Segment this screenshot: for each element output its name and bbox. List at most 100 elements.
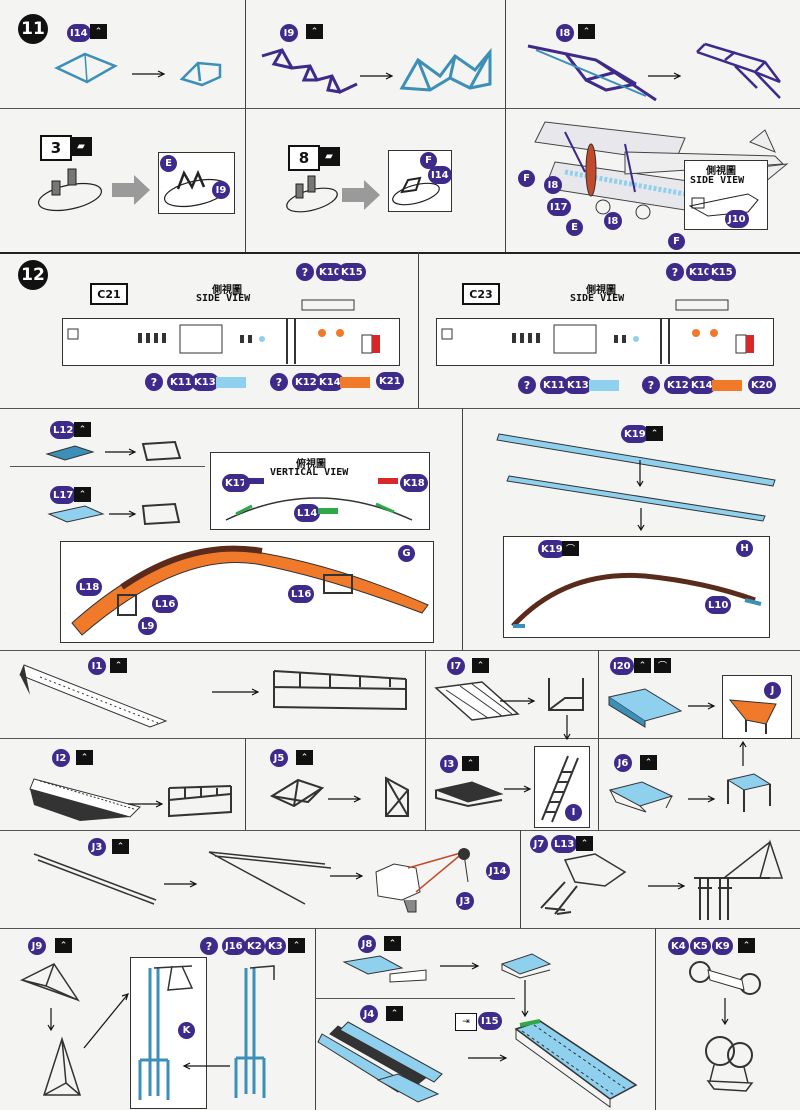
part-illustration	[726, 773, 772, 812]
divider	[245, 0, 246, 252]
side-view-label-cn: 側視圖	[706, 166, 736, 177]
part-illustration	[500, 953, 552, 979]
conveyor-illustration	[514, 1019, 638, 1108]
arrow-right-icon	[342, 180, 380, 210]
arrow-up-right-icon	[83, 993, 129, 1049]
divider	[598, 650, 599, 830]
quantity-box: 3	[40, 135, 72, 161]
cement-icon: ⌃	[90, 24, 107, 39]
part-tag: L9	[138, 617, 158, 635]
part-illustration	[47, 502, 181, 526]
panel-details	[441, 299, 754, 364]
part-illustration	[168, 785, 232, 818]
panel-side-view	[436, 318, 774, 366]
assembly-letter: H	[736, 540, 753, 557]
panel-side-view	[62, 318, 400, 366]
arrow-right-icon	[328, 795, 362, 803]
part-tag: J8	[358, 935, 376, 953]
part-illustration	[19, 664, 168, 728]
divider	[245, 738, 246, 830]
walkway-illustration	[71, 545, 429, 636]
part-tag: K14	[688, 376, 716, 394]
part-illustration	[527, 44, 657, 102]
conveyor-parts-illustration	[317, 1021, 443, 1103]
crane-pillar-illustration	[138, 965, 194, 1100]
part-tag: ?	[145, 373, 163, 391]
part-tag: J3	[456, 892, 474, 910]
cement-icon: ⌃	[386, 1006, 403, 1021]
part-tag: I15	[478, 1012, 502, 1030]
arrow-down-icon	[721, 998, 729, 1026]
divider	[0, 408, 800, 409]
part-tag: J7	[530, 835, 548, 853]
part-illustration	[33, 853, 157, 905]
assembly-letter: E	[566, 219, 583, 236]
part-tag: I8	[604, 212, 622, 230]
part-tag: ?	[296, 263, 314, 281]
color-swatch-purple	[244, 478, 264, 484]
cement-icon: ⌃	[384, 936, 401, 951]
cement-icon: ⌒	[654, 658, 671, 673]
divider	[655, 928, 656, 1110]
divider	[0, 252, 800, 254]
cement-icon: ⌃	[646, 426, 663, 441]
rail-curve	[511, 572, 762, 628]
part-illustration	[208, 851, 332, 905]
quantity-box: 8	[288, 145, 320, 171]
crane-pillar-illustration	[234, 965, 275, 1098]
divider	[315, 998, 515, 999]
cement-icon: ⌃	[306, 24, 323, 39]
part-illustration	[607, 688, 683, 728]
panel-code: C23	[462, 283, 500, 305]
part-tag: K21	[376, 372, 404, 390]
cement-icon: ⌃	[738, 938, 755, 953]
part-tag: J4	[360, 1005, 378, 1023]
part-tag: ?	[518, 376, 536, 394]
assembly-letter: F	[420, 152, 437, 169]
part-tag: J9	[28, 937, 46, 955]
part-illustration	[385, 776, 409, 817]
side-view-label: SIDE VIEW	[570, 293, 625, 304]
crane-tower-illustration	[694, 839, 784, 920]
assembly-letter: F	[518, 170, 535, 187]
divider	[10, 466, 205, 467]
part-illustration	[434, 781, 504, 808]
assembly-letter: K	[178, 1022, 195, 1039]
arrow-right-icon	[468, 1054, 508, 1062]
divider	[425, 650, 426, 830]
arrow-down-icon	[47, 1008, 55, 1032]
part-tag: I9	[212, 181, 230, 199]
part-tag: I17	[547, 198, 571, 216]
part-tag: K15	[708, 263, 736, 281]
part-tag: L12	[50, 421, 77, 439]
arrow-right-icon	[112, 175, 150, 205]
divider	[0, 650, 800, 651]
color-swatch-orange	[340, 377, 370, 388]
assembly-letter: G	[398, 545, 415, 562]
part-tag: K9	[712, 937, 733, 955]
cement-icon: ⌃	[576, 836, 593, 851]
part-tag: J3	[88, 838, 106, 856]
part-tag: K5	[690, 937, 711, 955]
arrow-down-icon	[563, 715, 571, 741]
cement-icon: ⌃	[74, 422, 91, 437]
part-tag: L14	[294, 504, 321, 522]
part-illustration	[705, 1036, 754, 1092]
arrow-right-icon	[440, 962, 480, 970]
color-swatch-green	[318, 508, 338, 514]
side-view-label: SIDE VIEW	[690, 175, 745, 186]
assembly-letter: J	[764, 682, 781, 699]
divider	[315, 928, 316, 1110]
part-tag: I8	[544, 176, 562, 194]
vertical-view-box	[210, 452, 430, 530]
part-tag: J6	[614, 754, 632, 772]
assembly-letter: E	[160, 155, 177, 172]
part-illustration	[688, 193, 759, 217]
part-tag: I9	[280, 24, 298, 42]
part-illustration	[179, 61, 222, 87]
part-illustration	[54, 52, 118, 84]
part-tag: K10	[686, 263, 714, 281]
cement-icon: ⌃	[462, 756, 479, 771]
rail-illustration	[496, 433, 776, 522]
arrow-right-icon	[500, 697, 536, 705]
